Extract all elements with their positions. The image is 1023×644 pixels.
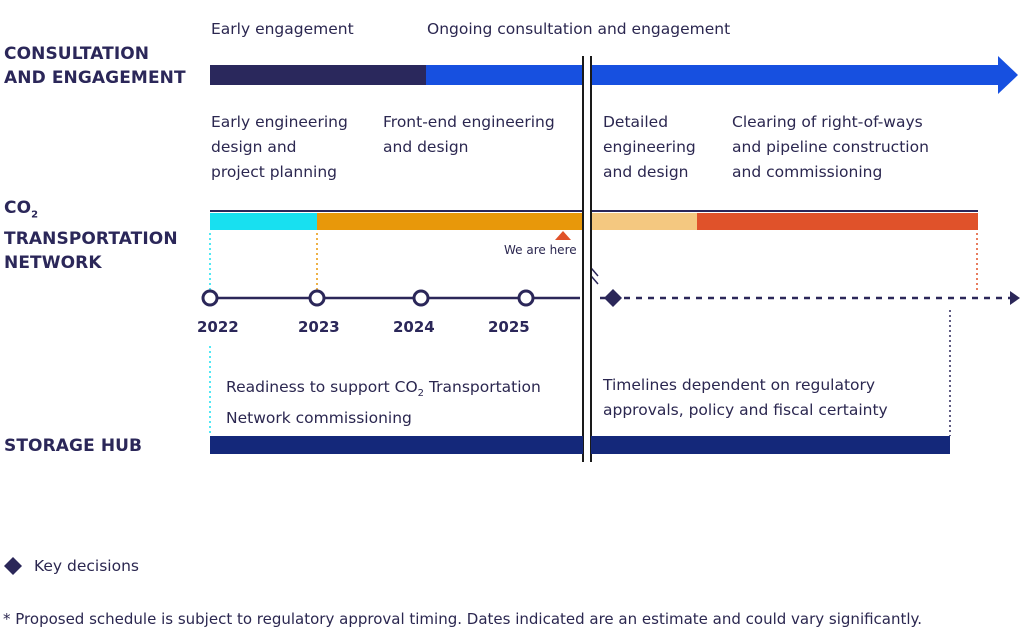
year-node-2025 bbox=[517, 289, 535, 307]
phase-clearing-construction: Clearing of right-of-ways and pipeline c… bbox=[732, 113, 929, 181]
year-label-2024: 2024 bbox=[393, 318, 435, 336]
bar-detailed-engineering bbox=[590, 213, 697, 230]
phase-early-engagement: Early engagement bbox=[211, 20, 354, 38]
phase-detailed-engineering: Detailed engineering and design bbox=[603, 113, 696, 181]
bar-clearing-construction bbox=[697, 213, 978, 230]
legend-diamond-icon bbox=[4, 557, 22, 575]
year-node-2024 bbox=[412, 289, 430, 307]
row-label-storage-hub: STORAGE HUB bbox=[4, 436, 143, 456]
key-decision-diamond bbox=[604, 289, 622, 307]
year-node-2023 bbox=[308, 289, 326, 307]
storage-readiness-note: Readiness to support CO2 Transportation … bbox=[226, 378, 541, 428]
row-label-consultation: CONSULTATION AND ENGAGEMENT bbox=[4, 44, 186, 88]
storage-timelines-note: Timelines dependent on regulatory approv… bbox=[603, 376, 888, 419]
phase-early-engineering: Early engineering design and project pla… bbox=[211, 113, 348, 181]
arrow-head-consultation bbox=[998, 56, 1018, 94]
year-label-2022: 2022 bbox=[197, 318, 239, 336]
timeline-arrow-head bbox=[1010, 291, 1020, 305]
bar-storage-hub-right bbox=[591, 436, 950, 454]
bar-ongoing-engagement bbox=[426, 65, 1002, 85]
row-label-co2-transportation: CO2 TRANSPORTATION NETWORK bbox=[4, 196, 178, 275]
year-label-2025: 2025 bbox=[488, 318, 530, 336]
we-are-here-triangle bbox=[555, 231, 571, 240]
we-are-here-label: We are here bbox=[504, 243, 577, 257]
phase-front-end-engineering: Front-end engineering and design bbox=[383, 113, 555, 156]
legend-key-decisions-label: Key decisions bbox=[34, 557, 139, 575]
year-node-2022 bbox=[201, 289, 219, 307]
phase-ongoing-consultation: Ongoing consultation and engagement bbox=[427, 20, 731, 38]
network-top-line bbox=[210, 210, 978, 212]
bar-storage-hub-left bbox=[210, 436, 583, 454]
co2-label: CO2 bbox=[4, 198, 39, 221]
year-label-2023: 2023 bbox=[298, 318, 340, 336]
transportation-network-label: TRANSPORTATION NETWORK bbox=[4, 229, 178, 274]
divider-gap bbox=[582, 56, 592, 462]
bar-early-engineering bbox=[210, 213, 317, 230]
footnote: * Proposed schedule is subject to regula… bbox=[3, 610, 923, 628]
bar-early-engagement bbox=[210, 65, 426, 85]
bar-front-end-engineering bbox=[317, 213, 583, 230]
